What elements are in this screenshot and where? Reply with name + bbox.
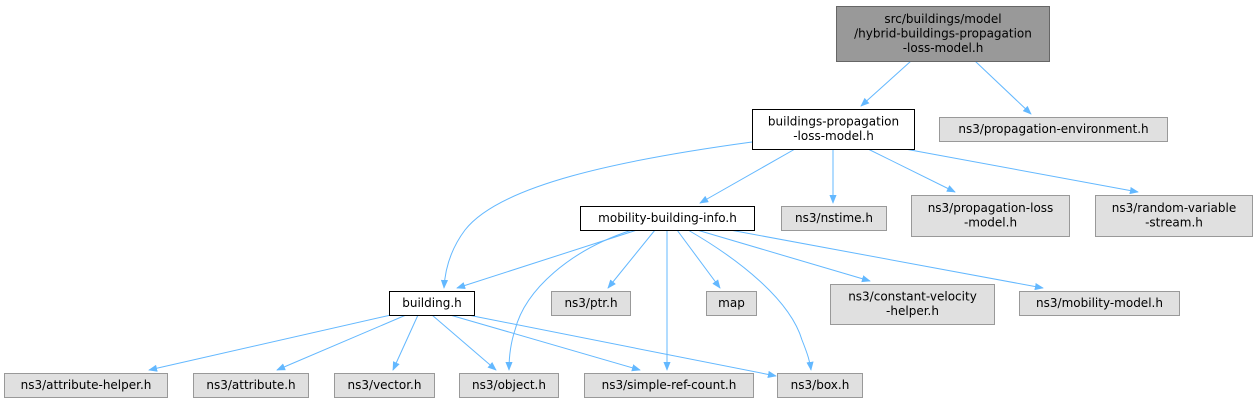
node-label-ptr-0: ns3/ptr.h [564, 296, 617, 310]
node-src[interactable]: ns3/simple-ref-count.h [584, 373, 754, 398]
edge-mbi-to-cvh [696, 229, 871, 283]
node-attr[interactable]: ns3/attribute.h [193, 373, 309, 398]
node-label-map-0: map [718, 296, 745, 310]
node-map[interactable]: map [706, 291, 757, 316]
edge-mbi-to-map [676, 229, 721, 289]
edge-root-to-bplm [860, 60, 912, 107]
node-box[interactable]: ns3/box.h [777, 373, 863, 398]
edge-mbi-to-box [687, 229, 814, 371]
node-box-bplm [752, 109, 915, 150]
node-box-vector [334, 373, 435, 398]
node-propenv[interactable]: ns3/propagation-environment.h [939, 117, 1168, 142]
edge-building-to-attr [276, 314, 407, 371]
node-box-building [389, 291, 475, 316]
node-cvh[interactable]: ns3/constant-velocity-helper.h [830, 284, 995, 325]
node-label-attrhelper-0: ns3/attribute-helper.h [21, 378, 152, 392]
node-bplm[interactable]: buildings-propagation-loss-model.h [752, 109, 915, 150]
node-box-proploss [911, 195, 1070, 237]
node-label-src-0: ns3/simple-ref-count.h [602, 378, 737, 392]
node-label-proploss-1: -model.h [964, 216, 1017, 230]
node-vector[interactable]: ns3/vector.h [334, 373, 435, 398]
node-label-root-1: /hybrid-buildings-propagation [854, 26, 1032, 40]
node-label-cvh-0: ns3/constant-velocity [848, 290, 977, 304]
node-label-root-0: src/buildings/model [884, 12, 1001, 26]
node-box-propenv [939, 117, 1168, 142]
node-mbi[interactable]: mobility-building-info.h [580, 206, 755, 231]
node-rvs[interactable]: ns3/random-variable-stream.h [1095, 195, 1253, 237]
edge-building-to-attrhelper [148, 314, 392, 372]
node-box-nstime [781, 206, 887, 231]
node-label-proploss-0: ns3/propagation-loss [928, 201, 1054, 215]
node-building[interactable]: building.h [389, 291, 475, 316]
edge-building-to-src [449, 314, 641, 372]
node-box-box [777, 373, 863, 398]
edges-layer [148, 60, 1139, 378]
node-label-cvh-1: -helper.h [886, 304, 939, 318]
edge-building-to-vector [392, 314, 419, 371]
node-object[interactable]: ns3/object.h [459, 373, 559, 398]
node-box-object [459, 373, 559, 398]
node-box-cvh [830, 284, 995, 325]
edge-bplm-to-building [440, 141, 753, 289]
node-box-map [706, 291, 757, 316]
node-label-bplm-0: buildings-propagation [768, 115, 899, 129]
node-box-attrhelper [4, 373, 168, 398]
node-label-mobmodel-0: ns3/mobility-model.h [1036, 296, 1163, 310]
node-label-rvs-1: -stream.h [1145, 216, 1203, 230]
node-label-bplm-1: -loss-model.h [793, 129, 874, 143]
node-box-mobmodel [1019, 291, 1180, 316]
node-label-root-2: -loss-model.h [903, 41, 984, 55]
node-label-building-0: building.h [402, 296, 461, 310]
node-box-ptr [551, 291, 631, 316]
node-box-mbi [580, 206, 755, 231]
node-nstime[interactable]: ns3/nstime.h [781, 206, 887, 231]
edge-bplm-to-rvs [904, 148, 1139, 195]
node-box-attr [193, 373, 309, 398]
node-label-propenv-0: ns3/propagation-environment.h [958, 122, 1148, 136]
edge-root-to-propenv [974, 60, 1032, 115]
node-label-box-0: ns3/box.h [791, 378, 850, 392]
node-label-object-0: ns3/object.h [472, 378, 546, 392]
edge-mbi-to-object [505, 229, 633, 371]
node-label-attr-0: ns3/attribute.h [206, 378, 295, 392]
node-attrhelper[interactable]: ns3/attribute-helper.h [4, 373, 168, 398]
edge-building-to-box [467, 314, 777, 378]
node-label-mbi-0: mobility-building-info.h [598, 211, 737, 225]
nodes-layer: src/buildings/model/hybrid-buildings-pro… [4, 6, 1253, 398]
node-ptr[interactable]: ns3/ptr.h [551, 291, 631, 316]
edge-bplm-to-mbi [699, 148, 796, 204]
node-proploss[interactable]: ns3/propagation-loss-model.h [911, 195, 1070, 237]
node-root[interactable]: src/buildings/model/hybrid-buildings-pro… [836, 6, 1050, 62]
node-box-src [584, 373, 754, 398]
node-box-root [836, 6, 1050, 62]
edge-bplm-to-proploss [867, 148, 956, 193]
edge-mbi-to-ptr [607, 229, 656, 289]
node-mobmodel[interactable]: ns3/mobility-model.h [1019, 291, 1180, 316]
node-box-rvs [1095, 195, 1253, 237]
node-label-nstime-0: ns3/nstime.h [795, 211, 873, 225]
node-label-rvs-0: ns3/random-variable [1112, 201, 1237, 215]
edge-mbi-to-mobmodel [729, 229, 1044, 291]
edge-building-to-object [431, 314, 497, 371]
node-label-vector-0: ns3/vector.h [348, 378, 422, 392]
